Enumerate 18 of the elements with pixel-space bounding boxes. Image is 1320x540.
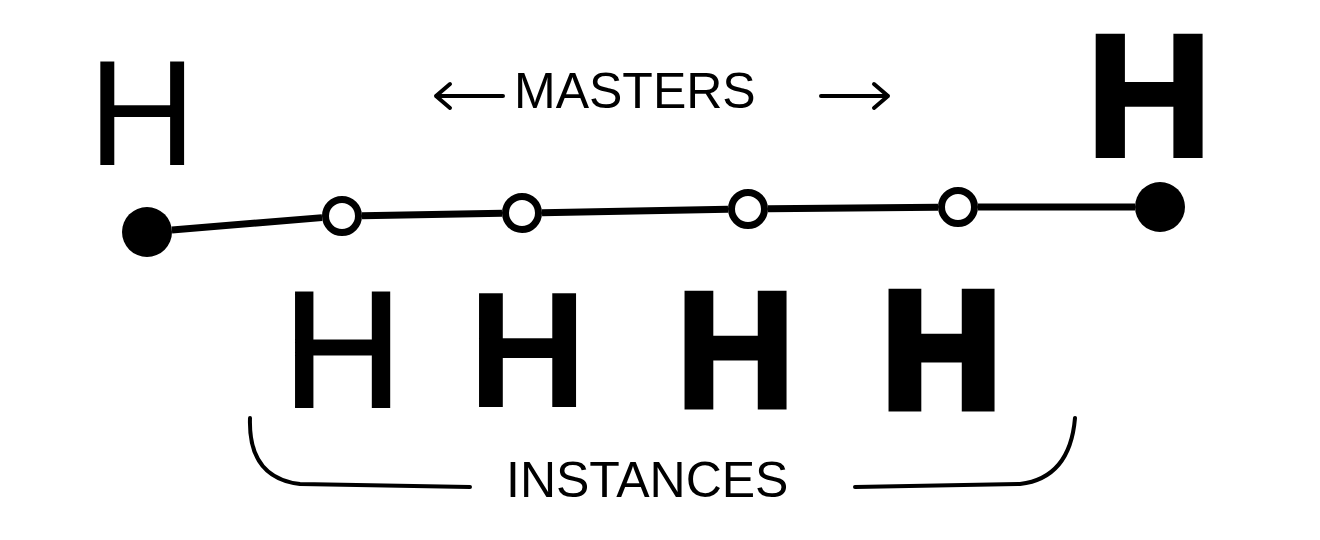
glyph-sample: H [882, 268, 1002, 433]
master-dot [122, 207, 172, 257]
glyph-sample: H [468, 268, 588, 433]
glyph-sample: H [676, 268, 796, 433]
glyph-sample: H [88, 38, 197, 188]
instance-circle [938, 187, 978, 227]
section-label: INSTANCES [506, 455, 789, 505]
instance-circle [502, 193, 542, 233]
instance-circle [728, 189, 768, 229]
section-label: MASTERS [514, 66, 756, 116]
connector-line [978, 203, 1135, 211]
master-dot [1135, 182, 1185, 232]
glyph-sample: H [1086, 8, 1213, 183]
instance-circle [322, 196, 362, 236]
glyph-sample: H [283, 268, 403, 433]
connector-line [361, 209, 503, 220]
connector-line [541, 205, 729, 217]
connector-line [767, 203, 939, 213]
